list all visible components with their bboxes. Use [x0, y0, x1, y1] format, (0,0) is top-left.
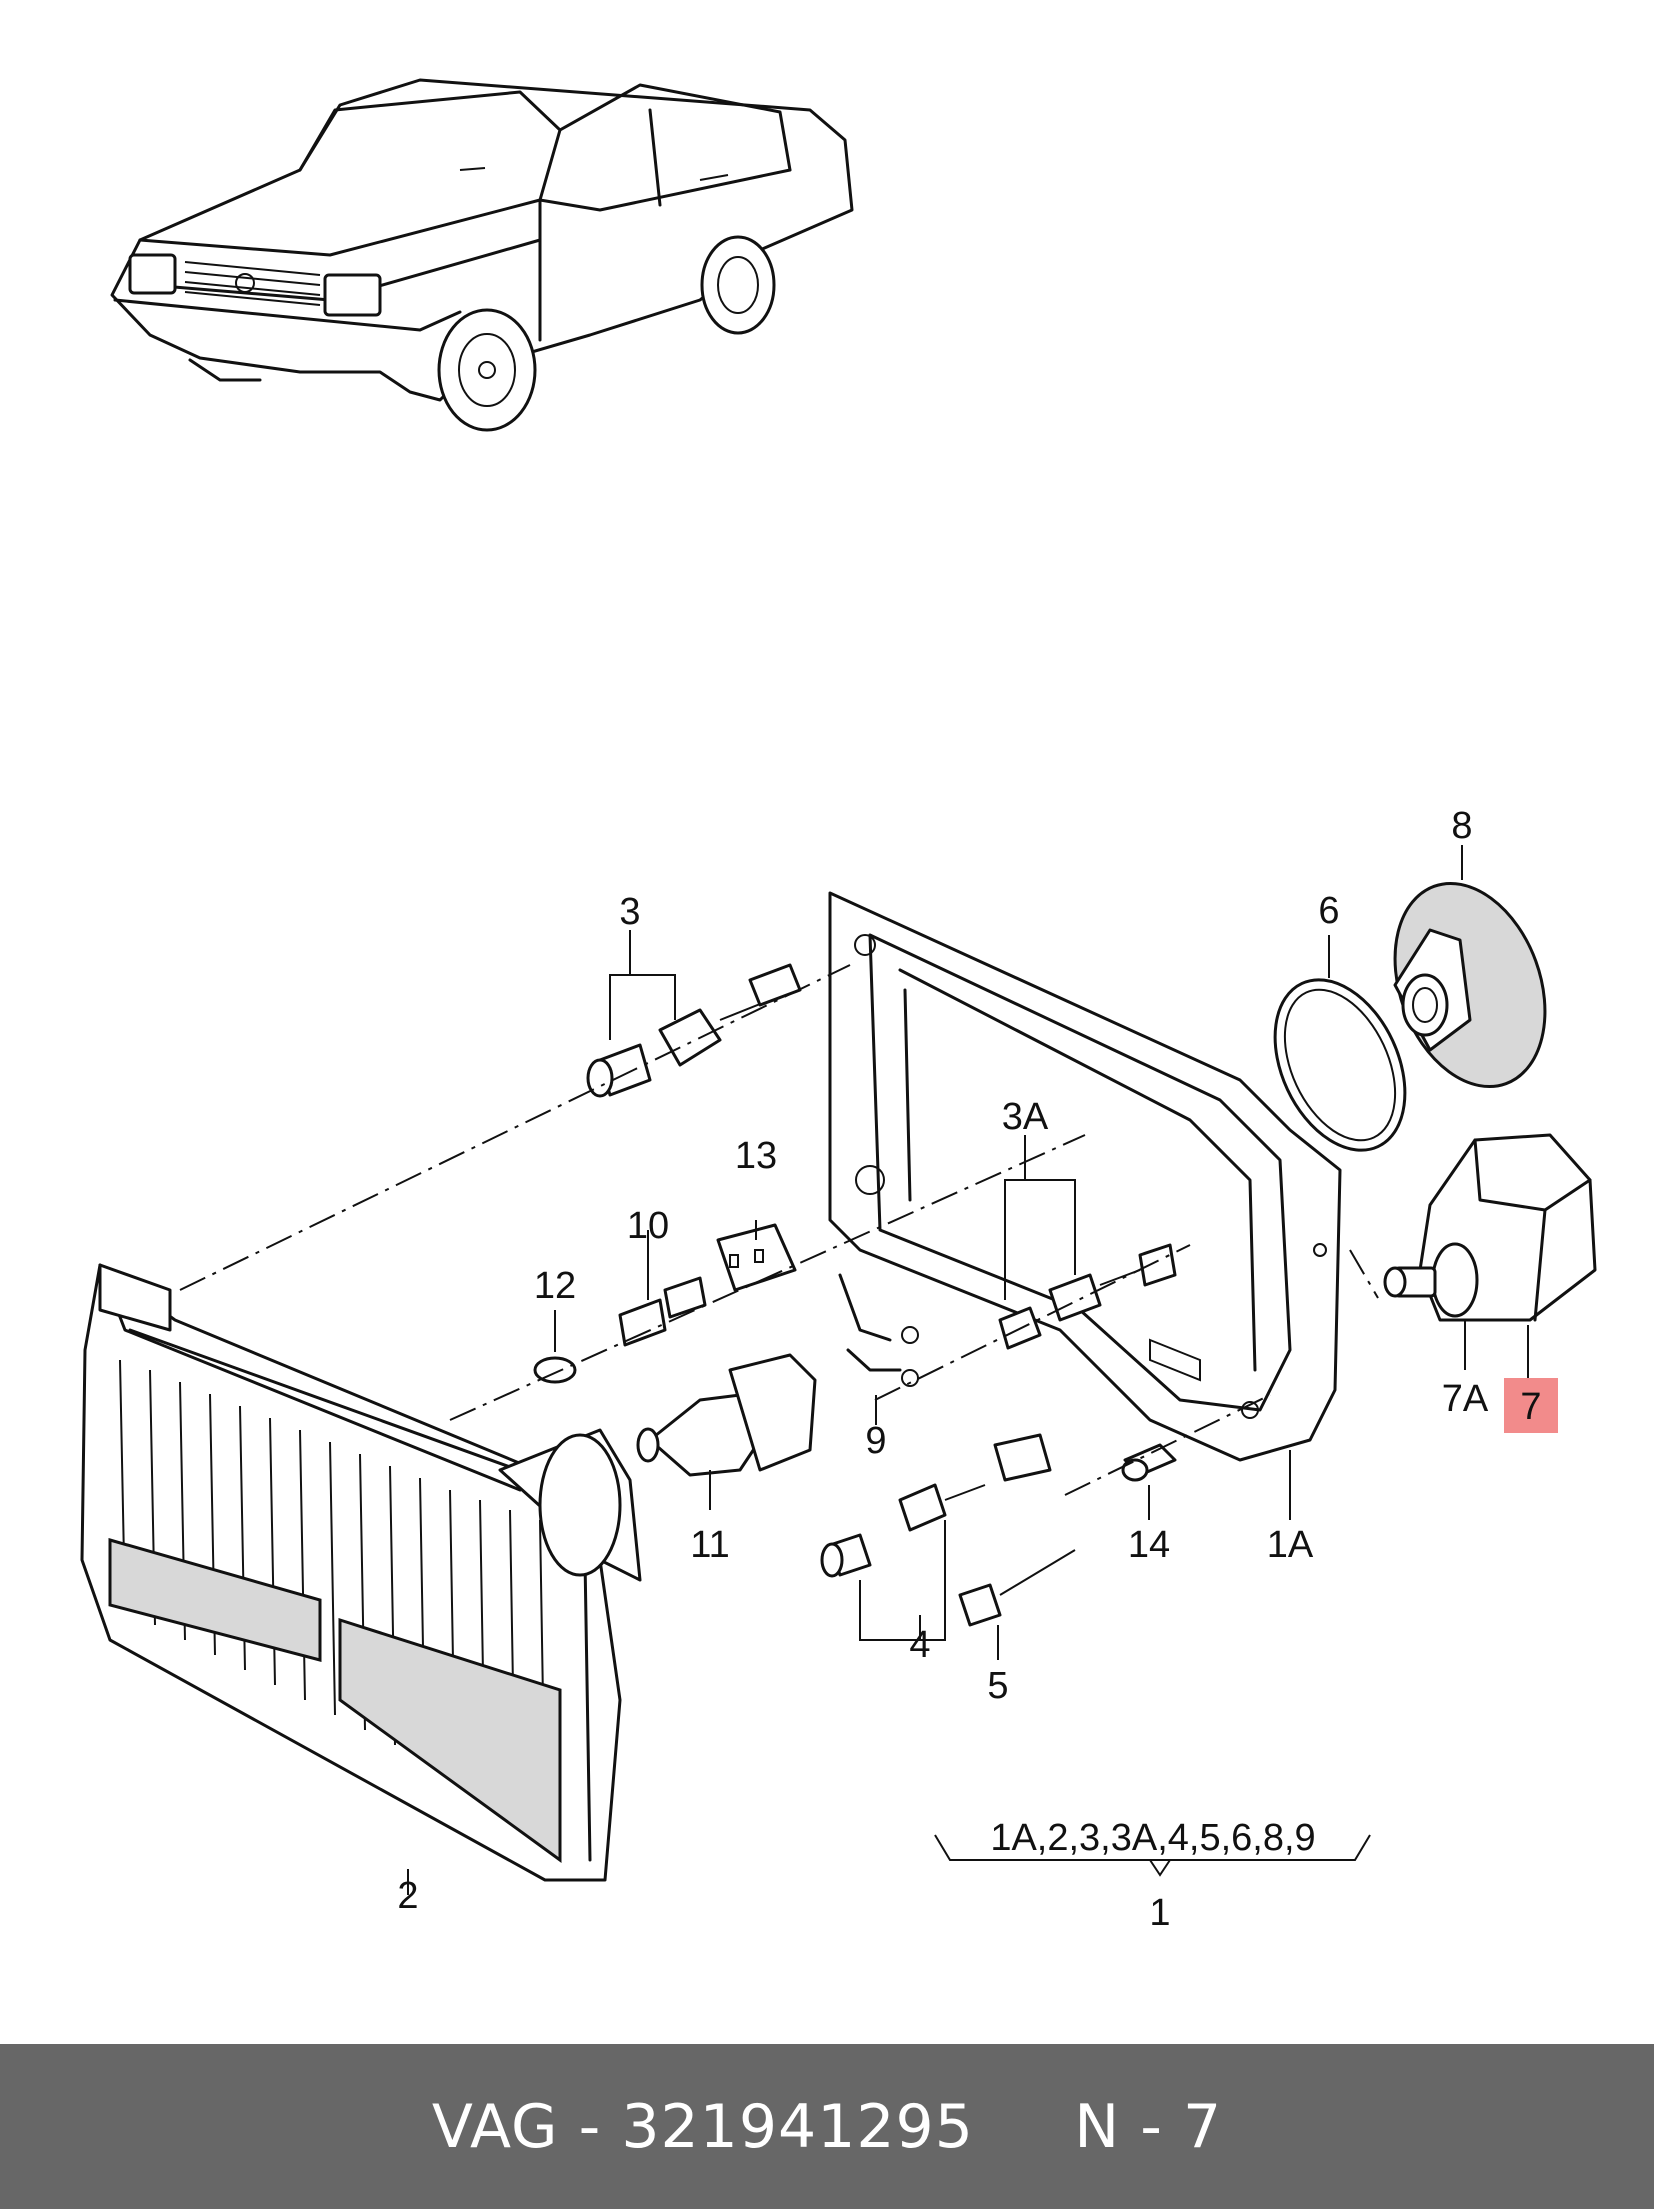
callout-13[interactable]: 13: [735, 1135, 777, 1177]
brand-label: VAG: [431, 2091, 559, 2162]
part-number: 321941295: [621, 2091, 974, 2162]
bulb-holder: [1383, 1242, 1479, 1318]
callout-5[interactable]: 5: [987, 1665, 1008, 1707]
callout-4[interactable]: 4: [909, 1624, 930, 1666]
reference-number: 7: [1182, 2091, 1223, 2162]
callout-labels: 3 3A 13 10 12 9 11 14 1A 4 5 2 6 8 7A 7 …: [397, 805, 1541, 1934]
part-7-highlight: [1504, 1378, 1558, 1433]
reference-prefix: N -: [1074, 2091, 1183, 2162]
callout-2[interactable]: 2: [397, 1875, 418, 1917]
callout-3a[interactable]: 3A: [1002, 1096, 1049, 1138]
callout-12[interactable]: 12: [534, 1265, 576, 1307]
callout-11[interactable]: 11: [690, 1524, 729, 1566]
callout-1a[interactable]: 1A: [1267, 1524, 1314, 1566]
footer-gap: [974, 2092, 1074, 2162]
callout-1[interactable]: 1: [1149, 1892, 1170, 1934]
exploded-parts-diagram: 3 3A 13 10 12 9 11 14 1A 4 5 2 6 8 7A 7 …: [80, 78, 1597, 1934]
callout-7a[interactable]: 7A: [1442, 1378, 1489, 1420]
callout-8[interactable]: 8: [1451, 805, 1472, 847]
callout-14[interactable]: 14: [1128, 1524, 1170, 1566]
callout-3[interactable]: 3: [619, 891, 640, 933]
callout-10[interactable]: 10: [627, 1205, 669, 1247]
callout-6[interactable]: 6: [1318, 890, 1339, 932]
callout-leaders: [554, 845, 1529, 1877]
callout-9[interactable]: 9: [865, 1420, 886, 1462]
brand-separator: -: [558, 2091, 622, 2162]
rubber-cap: [1393, 881, 1547, 1089]
ring-seal: [1273, 978, 1407, 1152]
kit-contents-label: 1A,2,3,3A,4,5,6,8,9: [990, 1817, 1315, 1859]
headlamp-frame: [828, 891, 1342, 1462]
part-footer-bar: VAG - 321941295 N - 7: [0, 2044, 1654, 2209]
car-illustration: [110, 78, 854, 432]
headlamp-lens: [80, 1263, 642, 1895]
bulb-assemblies: [179, 963, 1379, 1627]
callout-7[interactable]: 7: [1520, 1386, 1541, 1428]
